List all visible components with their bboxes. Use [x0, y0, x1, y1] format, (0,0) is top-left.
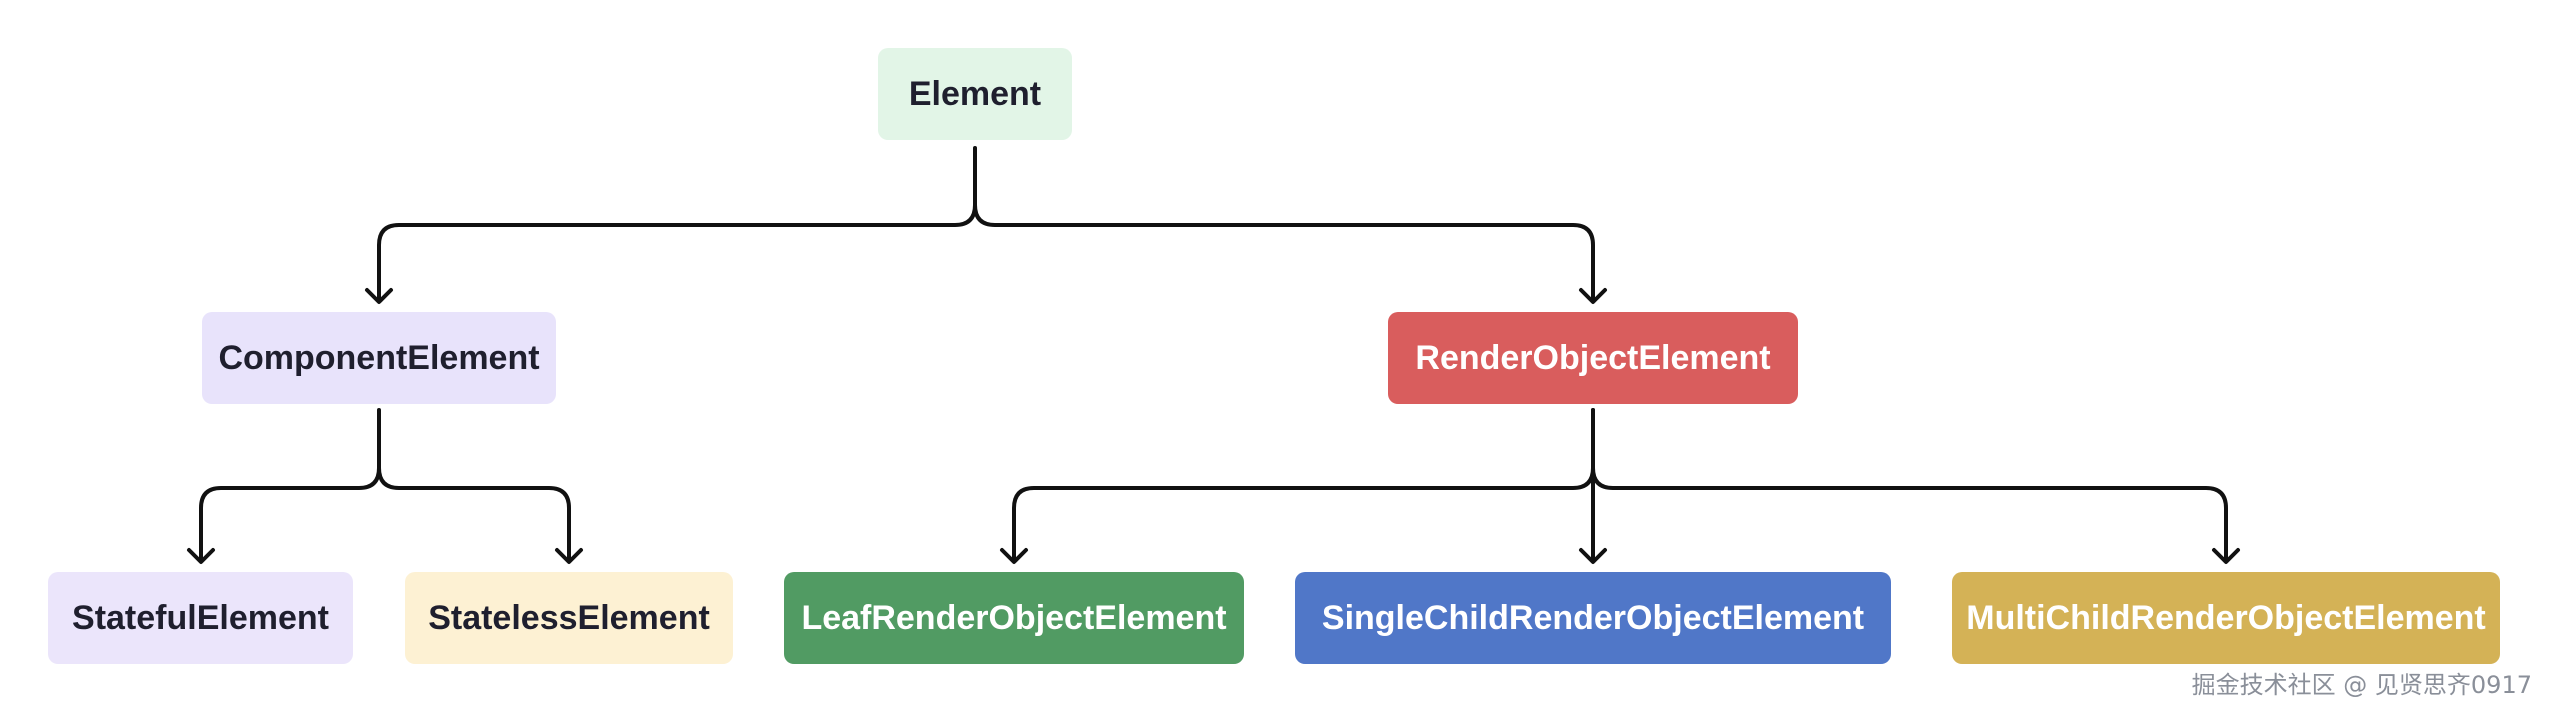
node-leaf-render-object-element: LeafRenderObjectElement — [784, 572, 1244, 664]
arrowhead-singlechild — [1579, 548, 1607, 564]
edge-component-stateless — [377, 466, 571, 562]
arrowhead-stateless — [555, 548, 583, 564]
arrowhead-stateful — [187, 548, 215, 564]
node-single-child-render-object-element: SingleChildRenderObjectElement — [1295, 572, 1891, 664]
node-multi-child-render-object-element: MultiChildRenderObjectElement — [1952, 572, 2500, 664]
edge-element-component — [377, 146, 977, 302]
edge-element-renderobject — [973, 203, 1595, 302]
node-component-element: ComponentElement — [202, 312, 556, 404]
arrowhead-component — [365, 288, 393, 304]
arrowhead-renderobject — [1579, 288, 1607, 304]
edge-renderobject-multichild — [1591, 466, 2228, 562]
node-element: Element — [878, 48, 1072, 140]
edge-component-stateful — [199, 408, 381, 562]
node-render-object-element: RenderObjectElement — [1388, 312, 1798, 404]
edge-renderobject-leaf — [1012, 408, 1595, 562]
arrowhead-leaf — [1000, 548, 1028, 564]
node-stateless-element: StatelessElement — [405, 572, 733, 664]
arrowhead-multichild — [2212, 548, 2240, 564]
watermark: 掘金技术社区 @ 见贤思齐0917 — [2191, 671, 2532, 699]
node-stateful-element: StatefulElement — [48, 572, 353, 664]
